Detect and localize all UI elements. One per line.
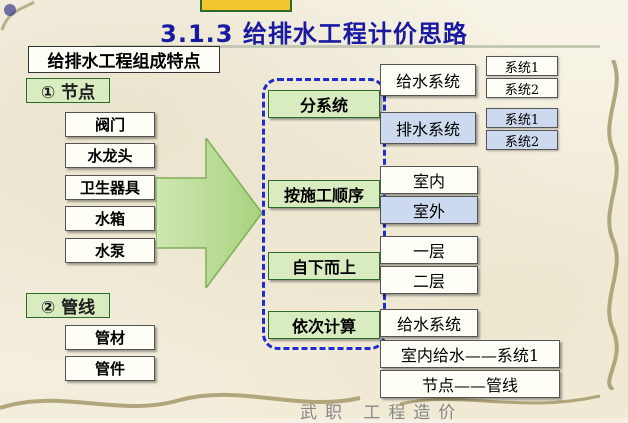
sequential-node-pipeline: 节点——管线 [380,370,560,398]
sequential-indoor-supply-system1: 室内给水——系统1 [380,340,560,368]
method-by-construction-order: 按施工顺序 [268,180,380,208]
node-item-water-pump: 水泵 [65,238,155,263]
method-by-system: 分系统 [268,90,380,118]
floor-2-box: 二层 [380,266,478,294]
drain-system-box: 排水系统 [380,112,476,144]
title-underline [95,45,600,48]
composition-heading: 给排水工程组成特点 [28,46,220,73]
footer-watermark: 武职 工程造价 [300,403,464,423]
node-item-valve: 阀门 [65,112,155,137]
swirl-ornament-top-left-icon [0,0,35,31]
method-bottom-up: 自下而上 [268,252,380,280]
supply-subsystem-2: 系统2 [486,78,558,98]
pipes-section-label: ② 管线 [26,293,110,318]
floor-1-box: 一层 [380,236,478,264]
swirl-ornament-bottom-icon [0,392,601,410]
node-item-water-tank: 水箱 [65,206,155,231]
node-item-sanitary-fixture: 卫生器具 [65,175,155,200]
pipe-item-material: 管材 [65,325,155,350]
methods-dashed-frame [262,78,386,350]
nodes-section-label: ① 节点 [26,78,110,103]
outdoor-box: 室外 [380,196,478,224]
supply-subsystem-1: 系统1 [486,56,558,76]
right-arrow-icon [156,138,263,288]
node-item-faucet: 水龙头 [65,143,155,168]
pipe-item-fitting: 管件 [65,356,155,381]
supply-system-box: 给水系统 [380,64,476,96]
sequential-supply-system: 给水系统 [380,309,478,337]
drain-subsystem-2: 系统2 [486,130,558,150]
swirl-ornament-right-icon [607,60,619,390]
drain-subsystem-1: 系统1 [486,108,558,128]
top-banner-strip [200,0,292,12]
page-title: 3.1.3 给排水工程计价思路 [160,20,468,48]
method-sequential-calc: 依次计算 [268,311,380,339]
indoor-box: 室内 [380,166,478,194]
